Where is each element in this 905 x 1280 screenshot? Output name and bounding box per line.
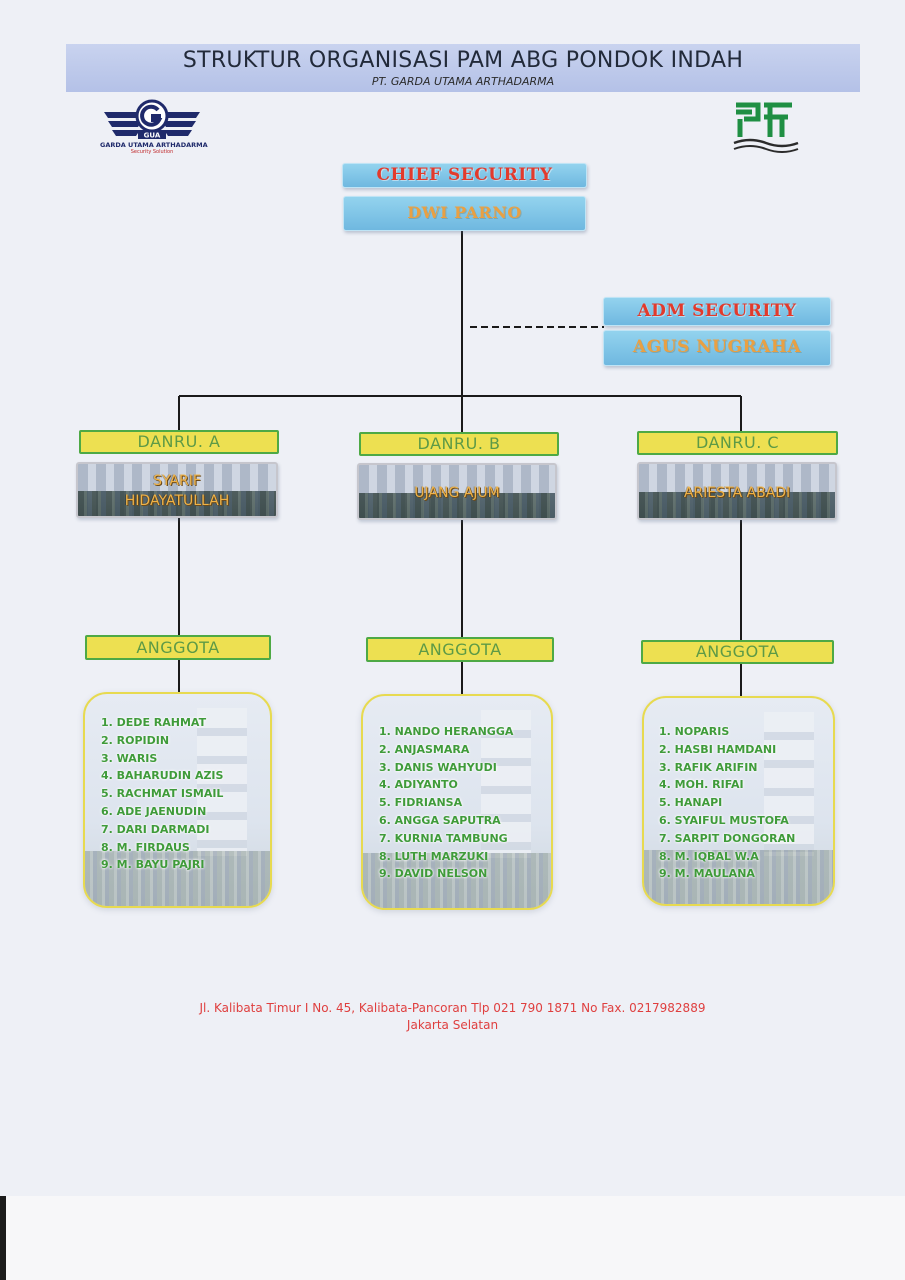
list-item: 2. HASBI HAMDANI bbox=[659, 742, 777, 756]
list-item: 7. KURNIA TAMBUNG bbox=[379, 831, 508, 845]
team-b-members-label: ANGGOTA bbox=[418, 640, 502, 659]
list-item: 6. ADE JAENUDIN bbox=[101, 804, 207, 818]
team-a-members-label: ANGGOTA bbox=[136, 638, 220, 657]
team-c-role-box: DANRU. C bbox=[637, 431, 838, 455]
footer-address: Jl. Kalibata Timur I No. 45, Kalibata-Pa… bbox=[199, 1001, 706, 1015]
list-item: 9. M. BAYU PAJRI bbox=[101, 858, 205, 872]
team-b-role: DANRU. B bbox=[417, 434, 501, 453]
list-item: 3. DANIS WAHYUDI bbox=[379, 760, 497, 774]
list-item: 8. M. IQBAL W.A bbox=[659, 849, 759, 863]
company-logo-icon: GUA bbox=[104, 99, 200, 140]
list-item: 8. LUTH MARZUKI bbox=[379, 849, 489, 863]
list-item: 5. FIDRIANSA bbox=[379, 796, 463, 810]
team-c-members-label-box: ANGGOTA bbox=[641, 640, 834, 664]
scan-margin bbox=[0, 1196, 905, 1280]
admin-role-label: ADM SECURITY bbox=[637, 301, 797, 321]
list-item: 3. RAFIK ARIFIN bbox=[659, 760, 758, 774]
team-c-members-label: ANGGOTA bbox=[695, 642, 780, 661]
team-c-member-list: 1. NOPARIS 2. HASBI HAMDANI 3. RAFIK ARI… bbox=[659, 723, 795, 883]
admin-name: AGUS NUGRAHA bbox=[632, 337, 802, 357]
list-item: 7. SARPIT DONGORAN bbox=[659, 831, 796, 845]
page-title: STRUKTUR ORGANISASI PAM ABG PONDOK INDAH bbox=[182, 48, 744, 73]
list-item: 4. BAHARUDIN AZIS bbox=[101, 769, 224, 783]
list-item: 6. ANGGA SAPUTRA bbox=[379, 813, 501, 827]
scan-edge bbox=[0, 1196, 6, 1280]
team-c-leader-photo: ARIESTA ABADI bbox=[637, 462, 837, 520]
chief-role-box: CHIEF SECURITY bbox=[342, 163, 587, 188]
team-a-members-label-box: ANGGOTA bbox=[85, 635, 271, 660]
team-a-member-card: 1. DEDE RAHMAT 2. ROPIDIN 3. WARIS 4. BA… bbox=[83, 692, 272, 908]
team-a-leader-photo: SYARIF HIDAYATULLAH bbox=[76, 462, 278, 518]
team-a-leader-line1: SYARIF bbox=[153, 473, 201, 489]
footer: Jl. Kalibata Timur I No. 45, Kalibata-Pa… bbox=[0, 1000, 905, 1034]
company-logo-name: GARDA UTAMA ARTHADARMA bbox=[100, 141, 208, 149]
chief-name: DWI PARNO bbox=[407, 203, 522, 222]
list-item: 7. DARI DARMADI bbox=[101, 822, 210, 836]
team-b-member-card: 1. NANDO HERANGGA 2. ANJASMARA 3. DANIS … bbox=[361, 694, 553, 910]
team-c-role: DANRU. C bbox=[695, 433, 780, 452]
client-logo-icon bbox=[733, 102, 799, 153]
list-item: 9. DAVID NELSON bbox=[379, 867, 488, 881]
team-b-member-list: 1. NANDO HERANGGA 2. ANJASMARA 3. DANIS … bbox=[379, 723, 513, 883]
team-b-leader-photo: UJANG AJUM bbox=[357, 463, 557, 520]
list-item: 1. NOPARIS bbox=[659, 725, 730, 738]
team-b-leader-line1: UJANG AJUM bbox=[414, 485, 500, 501]
list-item: 4. MOH. RIFAI bbox=[659, 778, 744, 792]
company-logo-tagline: Security Solution bbox=[130, 149, 174, 155]
admin-role-box: ADM SECURITY bbox=[603, 297, 831, 326]
team-a-role-box: DANRU. A bbox=[79, 430, 279, 454]
chief-role-label: CHIEF SECURITY bbox=[376, 165, 553, 185]
team-c-leader-line1: ARIESTA ABADI bbox=[683, 485, 791, 501]
list-item: 4. ADIYANTO bbox=[379, 778, 458, 792]
team-a-member-list: 1. DEDE RAHMAT 2. ROPIDIN 3. WARIS 4. BA… bbox=[101, 714, 223, 874]
footer-city: Jakarta Selatan bbox=[406, 1018, 499, 1032]
company-subtitle: PT. GARDA UTAMA ARTHADARMA bbox=[371, 75, 555, 88]
list-item: 6. SYAIFUL MUSTOFA bbox=[659, 813, 789, 827]
list-item: 5. HANAPI bbox=[659, 796, 723, 810]
list-item: 5. RACHMAT ISMAIL bbox=[101, 787, 224, 801]
list-item: 8. M. FIRDAUS bbox=[101, 840, 190, 854]
list-item: 3. WARIS bbox=[101, 751, 158, 765]
list-item: 2. ROPIDIN bbox=[101, 733, 170, 747]
list-item: 1. NANDO HERANGGA bbox=[379, 725, 514, 738]
logo-badge-text: GUA bbox=[144, 132, 161, 140]
admin-name-box: AGUS NUGRAHA bbox=[603, 330, 831, 366]
list-item: 2. ANJASMARA bbox=[379, 742, 470, 756]
team-b-role-box: DANRU. B bbox=[359, 432, 559, 456]
list-item: 1. DEDE RAHMAT bbox=[101, 716, 207, 729]
team-a-leader-line2: HIDAYATULLAH bbox=[124, 493, 230, 509]
team-a-role: DANRU. A bbox=[137, 432, 221, 451]
chief-name-box: DWI PARNO bbox=[343, 196, 586, 231]
team-b-members-label-box: ANGGOTA bbox=[366, 637, 554, 662]
list-item: 9. M. MAULANA bbox=[659, 867, 755, 881]
title-bar: STRUKTUR ORGANISASI PAM ABG PONDOK INDAH… bbox=[66, 44, 860, 92]
team-c-member-card: 1. NOPARIS 2. HASBI HAMDANI 3. RAFIK ARI… bbox=[642, 696, 835, 906]
